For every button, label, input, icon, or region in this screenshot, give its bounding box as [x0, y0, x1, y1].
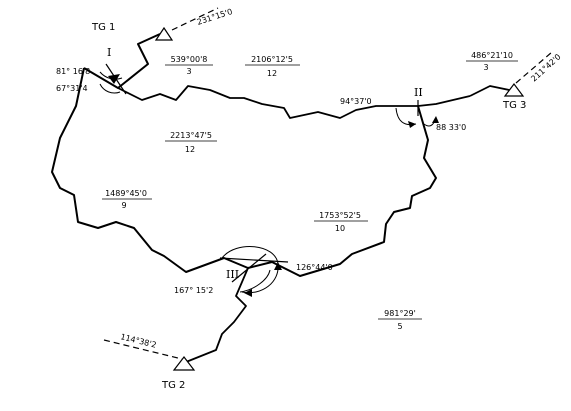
sum-6-count: 10 — [335, 224, 345, 233]
tg3-reference-line — [515, 51, 553, 84]
stations — [154, 26, 525, 371]
angle-arc-a2 — [99, 83, 121, 94]
sum-label-2: 2106°12'5 12 — [245, 55, 300, 78]
arrow-a6 — [244, 289, 252, 297]
sum-7-value: 981°29' — [384, 309, 416, 318]
angle-a3: 94°37'0 — [340, 97, 372, 106]
sum-label-6: 1753°52'5 10 — [314, 211, 368, 233]
node-1-label: I — [107, 46, 111, 59]
sum-2-count: 12 — [267, 69, 277, 78]
sum-1-value: 539°00'8 — [171, 55, 208, 64]
traverse-outline — [51, 67, 437, 277]
sum-1-count: 3 — [186, 67, 191, 76]
sum-label-5: 1489°45'0 9 — [102, 189, 152, 210]
tg2-reference-line — [103, 339, 187, 361]
sum-3-count: 3 — [483, 63, 488, 72]
tg1-triangle-icon — [154, 26, 174, 41]
angle-arc-a6 — [239, 269, 271, 293]
arrow-a5 — [274, 262, 282, 270]
sum-label-4: 2213°47'5 12 — [165, 131, 217, 154]
angle-arc-a3 — [395, 107, 417, 126]
tg3-label: TG 3 — [502, 100, 526, 111]
angle-a1: 81° 16'8 — [56, 67, 90, 76]
sum-6-value: 1753°52'5 — [319, 211, 361, 220]
traverse-upper-branch — [117, 85, 471, 119]
sum-3-value: 486°21'10 — [471, 51, 513, 60]
tg1-reference-line — [171, 7, 219, 31]
sum-label-7: 981°29' 5 — [378, 309, 422, 331]
sum-5-count: 9 — [121, 201, 126, 210]
tg2-triangle-icon — [172, 356, 196, 371]
sum-4-value: 2213°47'5 — [170, 131, 212, 140]
traverse-tg1-leg — [83, 33, 161, 89]
node-3-tick-b — [231, 253, 267, 283]
traverse-tg2-leg — [185, 267, 249, 363]
tg1-bearing: 231°15'0 — [196, 7, 234, 27]
sum-label-1: 539°00'8 3 — [165, 55, 213, 76]
sum-4-count: 12 — [185, 145, 195, 154]
arc-arrows — [108, 74, 439, 297]
arrow-a3 — [408, 121, 416, 128]
angle-a5: 126°44'0 — [296, 263, 333, 272]
angle-a6: 167° 15'2 — [174, 286, 213, 295]
angle-a4: 88 33'0 — [436, 123, 466, 132]
arrow-a1 — [108, 74, 120, 84]
node-2-label: II — [414, 86, 423, 99]
sum-5-value: 1489°45'0 — [105, 189, 147, 198]
tg2-label: TG 2 — [161, 380, 185, 391]
node-3-label: III — [226, 268, 239, 281]
tg3-triangle-icon — [503, 83, 525, 97]
sum-2-value: 2106°12'5 — [251, 55, 293, 64]
sum-label-3: 486°21'10 3 — [466, 51, 518, 72]
tg1-label: TG 1 — [91, 22, 115, 33]
traverse-tg3-leg — [469, 85, 515, 97]
arrow-a4 — [432, 116, 439, 123]
angle-a2: 67°31'4 — [56, 84, 88, 93]
reference-lines — [103, 7, 553, 361]
sum-7-count: 5 — [397, 322, 402, 331]
tg2-bearing: 114°38'2 — [120, 332, 158, 350]
node-3-tick-a — [219, 257, 289, 263]
